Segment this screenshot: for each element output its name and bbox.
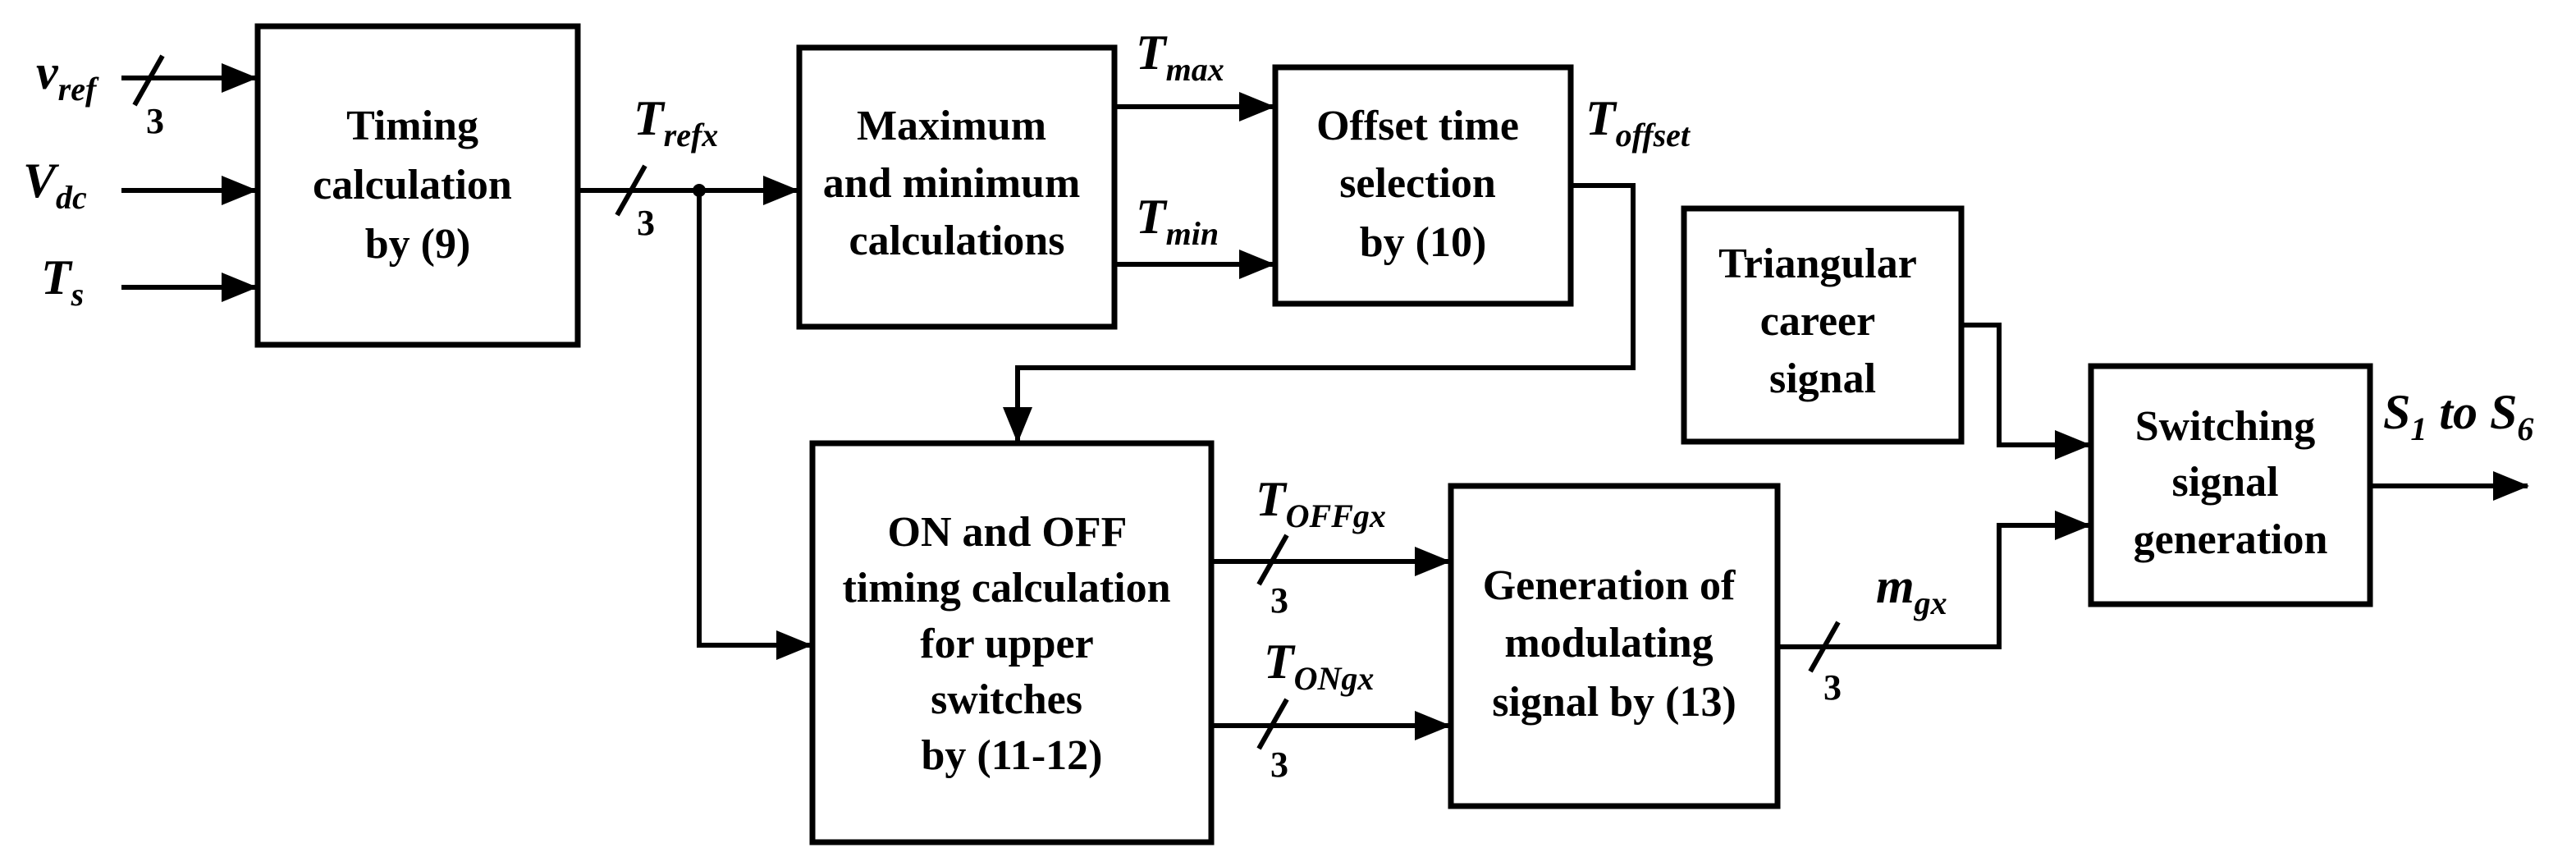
bus-width-vref: 3: [146, 101, 164, 141]
wire-toffset: [1003, 183, 1636, 443]
signal-label-ts: Ts: [41, 250, 84, 313]
bus-width-trefx: 3: [637, 203, 655, 243]
svg-text:Generation of modulating: Generation of modulating signal by (13): [1483, 562, 1746, 726]
svg-text:Switching signal g: Switching signal generation: [2134, 403, 2328, 563]
signal-label-trefx: Trefx: [634, 91, 718, 153]
bus-tick-vref: [132, 54, 165, 107]
signal-label-tmax: Tmax: [1136, 25, 1224, 88]
block-timing-calculation: Timing calculation by (9): [254, 23, 581, 348]
signal-label-output: S1 to S6: [2383, 385, 2533, 447]
bus-tick-trefx: [615, 164, 647, 217]
svg-text:ON and OFF timing calcul: ON and OFF timing calculation for upper …: [842, 509, 1181, 779]
wire-mgx: [1778, 511, 2091, 649]
block-triangular-carrier: Triangular career signal: [1681, 205, 1965, 445]
bus-width-mgx: 3: [1823, 667, 1842, 708]
signal-label-mgx: mgx: [1876, 559, 1947, 621]
svg-text:Maximum and minimum: Maximum and minimum calculations: [823, 103, 1091, 264]
signal-label-vdc: Vdc: [23, 153, 87, 216]
svg-text:Triangular career: Triangular career signal: [1718, 241, 1927, 402]
block-on-off-timing: ON and OFF timing calculation for upper …: [809, 440, 1215, 845]
signal-label-tongx: TONgx: [1264, 635, 1374, 697]
bus-width-tongx: 3: [1270, 745, 1288, 785]
wire-carrier: [1961, 323, 2091, 460]
block-offset-time-selection: Offset time selection by (10): [1272, 64, 1574, 307]
bus-tick-tongx: [1256, 698, 1289, 750]
svg-text:Timing calculation: Timing calculation by (9): [313, 103, 523, 268]
bus-tick-mgx: [1808, 621, 1841, 673]
signal-label-toffset: Toffset: [1585, 91, 1691, 153]
bus-width-toffgx: 3: [1270, 580, 1288, 621]
bus-tick-toffgx: [1256, 534, 1289, 586]
signal-label-vref: vref: [36, 45, 99, 108]
svg-text:Offset time selection: Offset time selection by (10): [1316, 103, 1530, 266]
block-modulating-signal-generation: Generation of modulating signal by (13): [1448, 483, 1781, 809]
signal-label-tmin: Tmin: [1136, 190, 1219, 252]
signal-label-toffgx: TOFFgx: [1256, 472, 1386, 534]
block-switching-signal-generation: Switching signal generation: [2088, 363, 2373, 607]
wire-trefx-branch: [697, 190, 812, 660]
block-max-min-calculations: Maximum and minimum calculations: [796, 44, 1118, 330]
